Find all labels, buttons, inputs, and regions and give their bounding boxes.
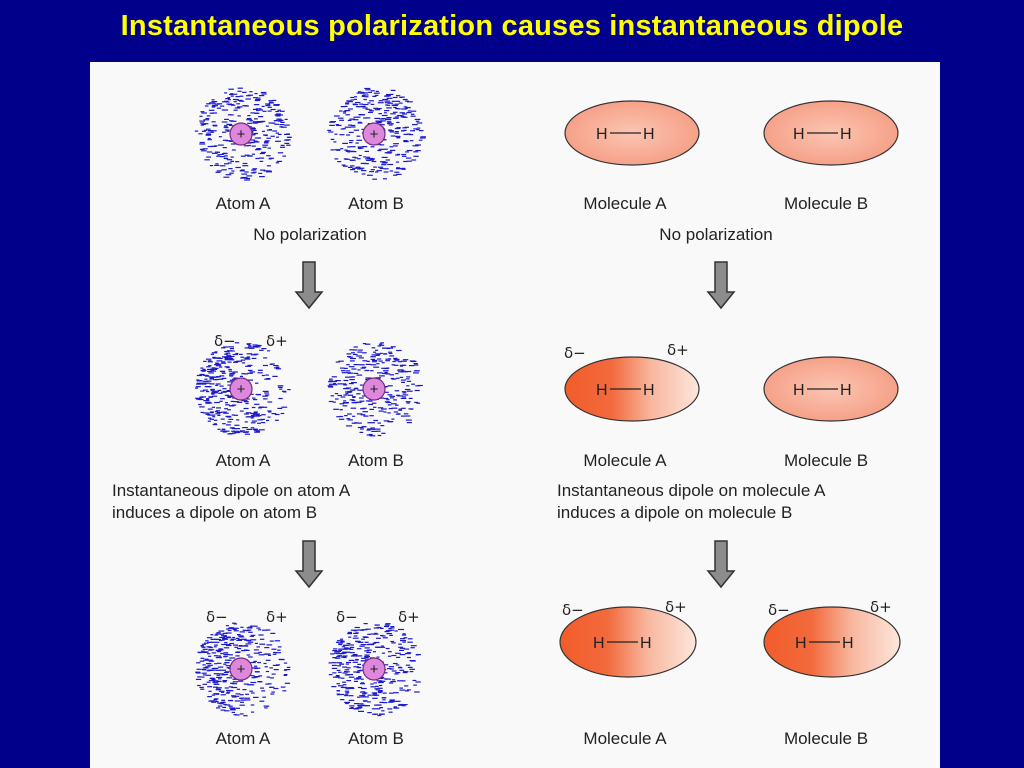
molecule-b-label: Molecule B — [784, 194, 868, 213]
svg-text:+: + — [370, 661, 379, 678]
atom-a-cloud-row2 — [194, 342, 291, 435]
svg-text:H: H — [842, 635, 854, 652]
molecule-a-label: Molecule A — [583, 194, 667, 213]
down-arrow-icon — [294, 261, 324, 310]
h2-bond: H H — [596, 126, 655, 143]
molecule-a-label: Molecule A — [583, 729, 667, 748]
svg-text:+: + — [237, 381, 246, 398]
nucleus: + — [362, 657, 386, 681]
svg-text:H: H — [840, 126, 852, 143]
delta-plus-symbol: δ+ — [266, 332, 288, 350]
svg-text:H: H — [596, 126, 608, 143]
molecule-caption-row2-line1: Instantaneous dipole on molecule A — [557, 481, 826, 500]
svg-text:H: H — [643, 126, 655, 143]
delta-plus-symbol: δ+ — [667, 341, 689, 359]
h2-bond: H H — [793, 382, 852, 399]
molecule-b-label: Molecule B — [784, 451, 868, 470]
atom-a-label: Atom A — [216, 451, 271, 470]
delta-minus-symbol: δ− — [768, 601, 790, 619]
delta-minus-symbol: δ− — [214, 332, 236, 350]
svg-text:H: H — [795, 635, 807, 652]
delta-plus-symbol: δ+ — [266, 608, 288, 626]
svg-text:H: H — [793, 382, 805, 399]
nucleus: + — [229, 377, 253, 401]
atom-a-cloud-row1 — [194, 87, 292, 181]
nucleus: + — [229, 657, 253, 681]
delta-minus-symbol: δ− — [336, 608, 358, 626]
atom-a-label: Atom A — [216, 194, 271, 213]
molecule-b-label: Molecule B — [784, 729, 868, 748]
svg-text:H: H — [840, 382, 852, 399]
delta-minus-symbol: δ− — [564, 344, 586, 362]
svg-text:H: H — [593, 635, 605, 652]
nucleus: + — [229, 122, 253, 146]
delta-plus-symbol: δ+ — [665, 598, 687, 616]
svg-text:+: + — [370, 126, 379, 143]
nucleus: + — [362, 377, 386, 401]
svg-text:H: H — [793, 126, 805, 143]
atom-a-label: Atom A — [216, 729, 271, 748]
delta-plus-symbol: δ+ — [870, 598, 892, 616]
atom-b-label: Atom B — [348, 194, 404, 213]
diagram-panel: + + + + + + Atom A Atom B No polarizatio… — [90, 62, 940, 768]
atom-b-cloud-row1 — [327, 87, 426, 180]
atom-caption-row2-line1: Instantaneous dipole on atom A — [112, 481, 351, 500]
molecule-caption-row1: No polarization — [659, 225, 772, 244]
svg-text:H: H — [640, 635, 652, 652]
polarization-diagram: + + + + + + Atom A Atom B No polarizatio… — [112, 87, 901, 748]
h2-bond: H H — [793, 126, 852, 143]
svg-text:H: H — [643, 382, 655, 399]
atom-b-label: Atom B — [348, 729, 404, 748]
svg-text:+: + — [370, 381, 379, 398]
delta-plus-symbol: δ+ — [398, 608, 420, 626]
delta-minus-symbol: δ− — [206, 608, 228, 626]
molecule-a-label: Molecule A — [583, 451, 667, 470]
nucleus: + — [362, 122, 386, 146]
delta-minus-symbol: δ− — [562, 601, 584, 619]
down-arrow-icon — [294, 540, 324, 589]
h2-bond: H H — [593, 635, 652, 652]
atom-b-label: Atom B — [348, 451, 404, 470]
molecule-caption-row2-line2: induces a dipole on molecule B — [557, 503, 792, 522]
h2-bond: H H — [596, 382, 655, 399]
atom-caption-row2-line2: induces a dipole on atom B — [112, 503, 317, 522]
down-arrow-icon — [706, 261, 736, 310]
h2-bond: H H — [795, 635, 854, 652]
slide-title: Instantaneous polarization causes instan… — [120, 10, 904, 42]
svg-text:H: H — [596, 382, 608, 399]
down-arrow-icon — [706, 540, 736, 589]
svg-text:+: + — [237, 661, 246, 678]
atom-caption-row1: No polarization — [253, 225, 366, 244]
svg-text:+: + — [237, 126, 246, 143]
